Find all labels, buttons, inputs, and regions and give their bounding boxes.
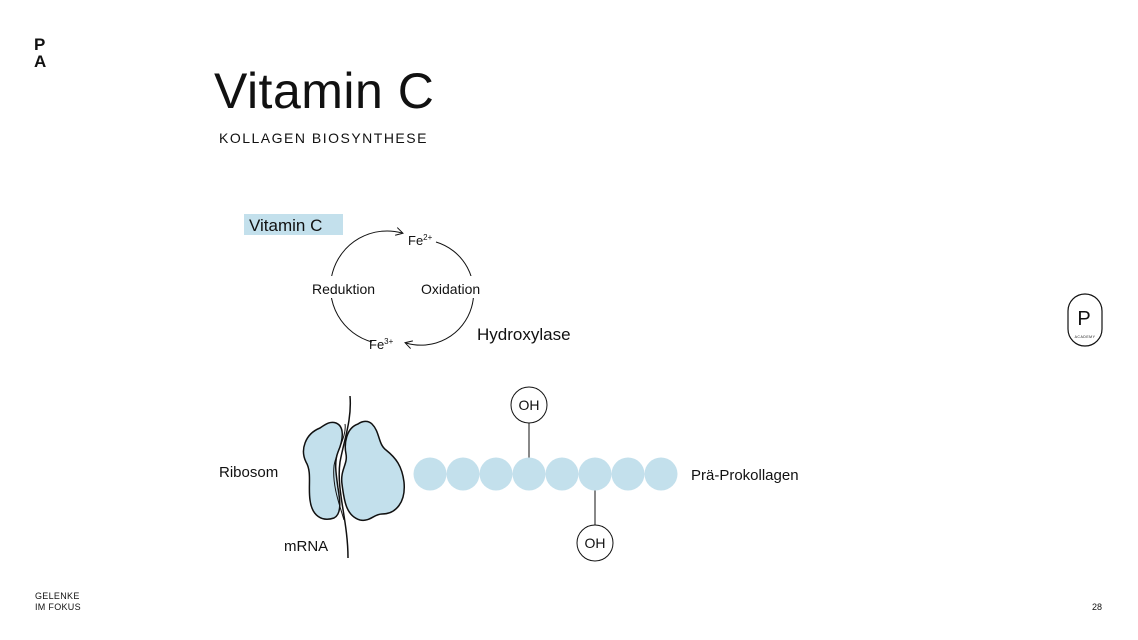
mrna-strand-inner <box>333 423 346 521</box>
oh-bottom-circle <box>576 524 614 562</box>
logo-letter-p: P <box>34 35 46 54</box>
vitamin-c-highlight <box>244 214 343 235</box>
chain-bead <box>413 457 447 491</box>
oh-top-circle <box>510 386 548 424</box>
arc-reduktion-arrow <box>329 227 404 343</box>
chain-bead <box>446 457 480 491</box>
chain-bead <box>545 457 579 491</box>
academy-badge: P ACADEMY <box>1067 293 1103 347</box>
chain-bead <box>512 457 546 491</box>
oxidation-label: Oxidation <box>421 281 480 297</box>
chain-bead <box>578 457 612 491</box>
badge-letter: P <box>1077 308 1090 330</box>
fe2-label: Fe2+ <box>408 233 433 248</box>
ribosom-label: Ribosom <box>219 464 278 481</box>
chain-bead <box>644 457 678 491</box>
vitamin-c-label: Vitamin C <box>249 216 322 235</box>
footer-line-1: GELENKE <box>35 591 80 601</box>
oh-top-label: OH <box>519 397 540 413</box>
chain-bead <box>611 457 645 491</box>
page-number: 28 <box>1092 602 1103 612</box>
footer-line-2: IM FOKUS <box>35 602 81 612</box>
page-subtitle: KOLLAGEN BIOSYNTHESE <box>219 130 428 146</box>
brand-logo: P A <box>34 36 46 70</box>
ribosome-large-subunit <box>340 420 405 522</box>
badge-ring-text: ACADEMY <box>1075 335 1096 339</box>
fe3-label: Fe3+ <box>369 337 394 352</box>
chain-bead <box>479 457 513 491</box>
chain-label: Prä-Prokollagen <box>691 467 799 484</box>
ribosome-small-subunit <box>302 421 343 520</box>
prokollagen-chain <box>413 457 678 491</box>
hydroxylase-label: Hydroxylase <box>477 325 571 344</box>
oh-bottom-label: OH <box>585 535 606 551</box>
footer-caption: GELENKE IM FOKUS <box>35 591 81 613</box>
mrna-label: mRNA <box>284 538 328 555</box>
mrna-strand <box>338 395 352 559</box>
reduktion-label: Reduktion <box>312 281 375 297</box>
page-title: Vitamin C <box>214 63 435 119</box>
arc-oxidation-arrow <box>404 241 475 349</box>
logo-letter-a: A <box>34 52 47 71</box>
